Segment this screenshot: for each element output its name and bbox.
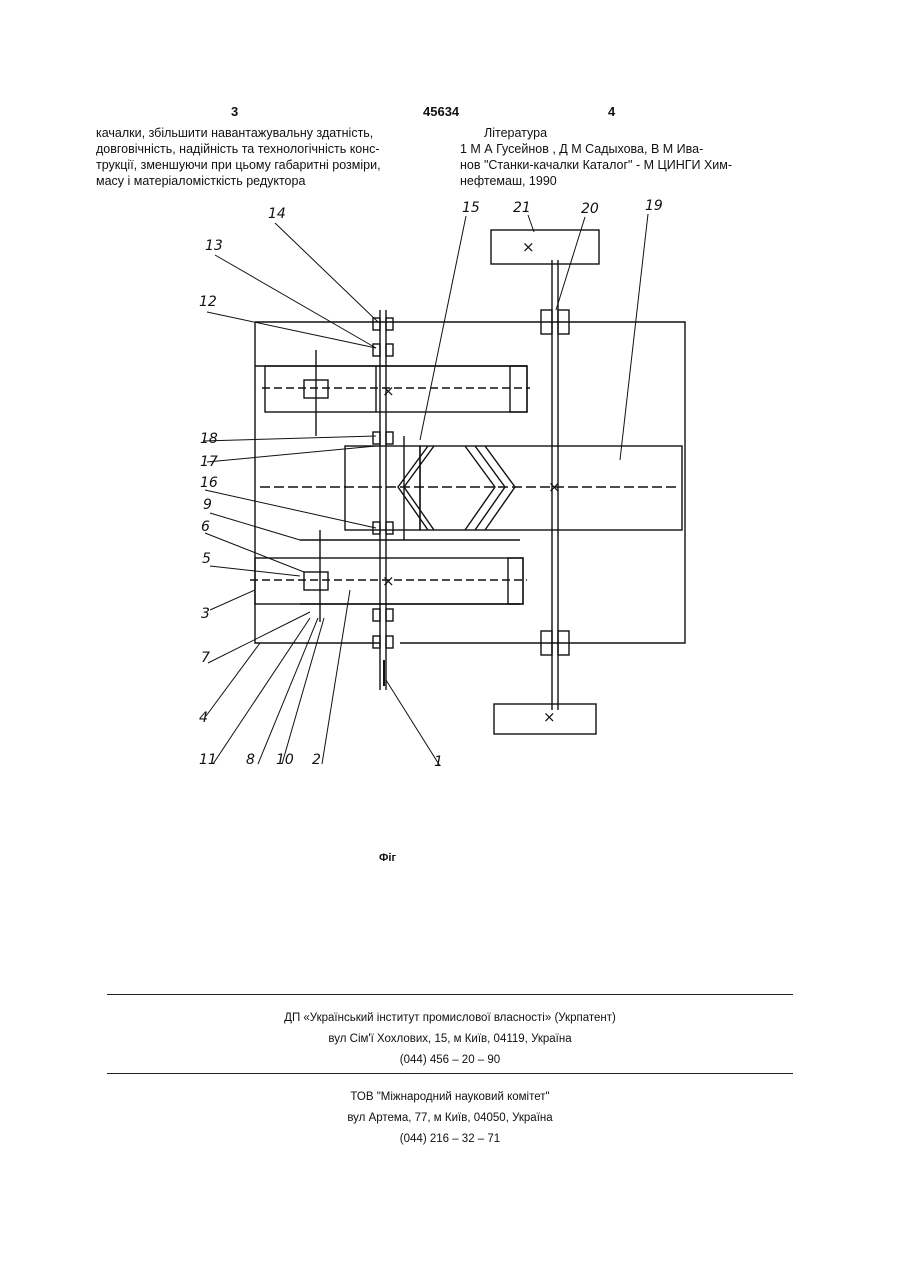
figure-caption: Фіг: [379, 852, 396, 864]
text-line: трукції, зменшуючи при цьому габаритні р…: [96, 157, 422, 173]
gear-teeth: [465, 446, 515, 530]
page-number-right: 4: [608, 104, 615, 119]
cross-mark: ×: [382, 382, 395, 400]
footer-divider-bottom: [107, 1073, 793, 1074]
label-20: 20: [581, 201, 599, 217]
reference-line: 1 М А Гусейнов , Д М Садыхова, В М Ива-: [460, 141, 786, 157]
label-6: 6: [201, 519, 210, 535]
text-line: качалки, збільшити навантажувальну здатн…: [96, 125, 422, 141]
label-16: 16: [200, 475, 218, 491]
label-3: 3: [201, 606, 210, 622]
label-14: 14: [268, 206, 286, 222]
label-1: 1: [434, 754, 443, 770]
top-crank: [491, 230, 599, 264]
patent-number: 45634: [423, 104, 459, 119]
label-7: 7: [201, 650, 210, 666]
label-19: 19: [645, 198, 663, 214]
footer-publisher: ДП «Український інститут промислової вла…: [0, 1010, 900, 1068]
printer-phone: (044) 216 – 32 – 71: [0, 1131, 900, 1147]
label-10: 10: [276, 752, 294, 768]
label-4: 4: [199, 710, 208, 726]
cross-mark: ×: [543, 708, 556, 726]
label-11: 11: [199, 752, 217, 768]
page-number-left: 3: [231, 104, 238, 119]
publisher-address: вул Сім'ї Хохлових, 15, м Київ, 04119, У…: [0, 1031, 900, 1047]
printer-name: ТОВ "Міжнародний науковий комітет": [0, 1089, 900, 1105]
label-18: 18: [200, 431, 218, 447]
cross-mark: ×: [522, 238, 535, 256]
lower-bearing-pair: [304, 572, 328, 590]
right-column-text: Література 1 М А Гусейнов , Д М Садыхова…: [460, 125, 786, 189]
label-2: 2: [312, 752, 321, 768]
label-17: 17: [200, 454, 218, 470]
publisher-phone: (044) 456 – 20 – 90: [0, 1052, 900, 1068]
printer-address: вул Артема, 77, м Київ, 04050, Україна: [0, 1110, 900, 1126]
lower-gear-hub: [508, 558, 523, 604]
pinion-block: [345, 446, 420, 530]
text-line: довговічність, надійність та технологічн…: [96, 141, 422, 157]
cross-mark: ×: [548, 478, 561, 496]
label-9: 9: [203, 497, 212, 513]
label-13: 13: [205, 238, 223, 254]
label-12: 12: [199, 294, 217, 310]
gearbox-diagram: × × × × × 14 13 12 15 21 20 19: [0, 190, 900, 790]
literature-title: Література: [460, 125, 786, 141]
footer-printer: ТОВ "Міжнародний науковий комітет" вул А…: [0, 1089, 900, 1147]
reference-line: нов "Станки-качалки Каталог" - М ЦИНГИ Х…: [460, 157, 786, 173]
publisher-name: ДП «Український інститут промислової вла…: [0, 1010, 900, 1026]
upper-gear-hub: [510, 366, 527, 412]
label-5: 5: [202, 551, 211, 567]
reference-line: нефтемаш, 1990: [460, 173, 786, 189]
label-15: 15: [462, 200, 480, 216]
text-line: масу і матеріаломісткість редуктора: [96, 173, 422, 189]
label-8: 8: [246, 752, 255, 768]
cross-mark: ×: [382, 572, 395, 590]
left-column-text: качалки, збільшити навантажувальну здатн…: [96, 125, 422, 189]
label-21: 21: [513, 200, 531, 216]
footer-divider-top: [107, 994, 793, 995]
